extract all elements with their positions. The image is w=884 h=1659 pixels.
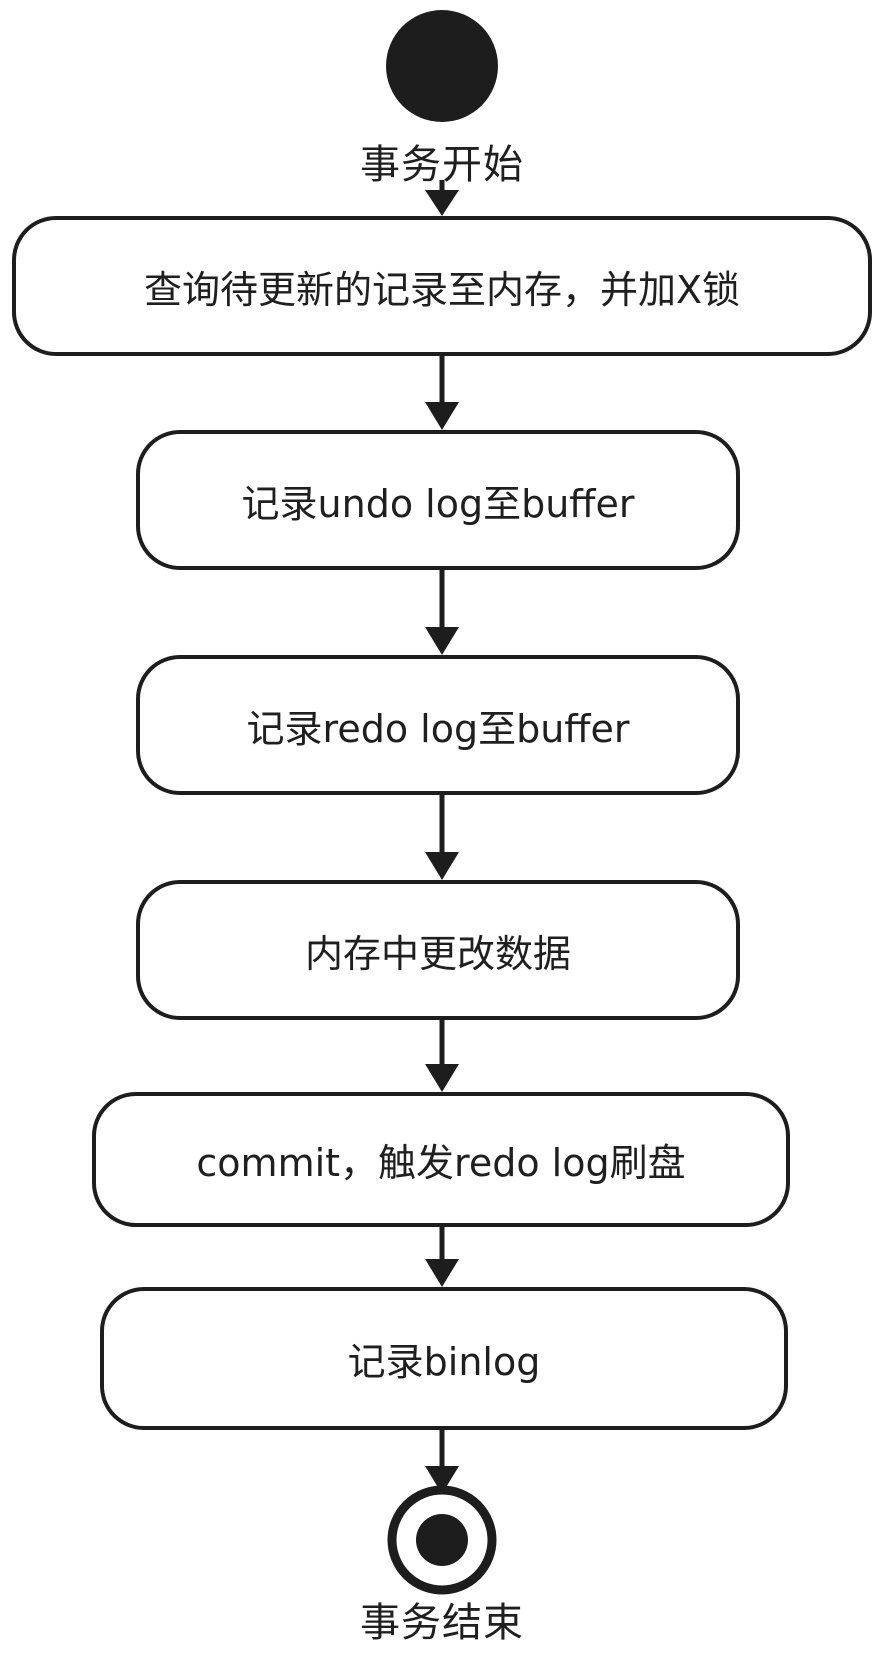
step-query-and-lock: 查询待更新的记录至内存，并加X锁 — [12, 216, 872, 356]
connector-step2-to-step3 — [425, 570, 459, 655]
step-commit-flush-redo: commit，触发redo log刷盘 — [92, 1092, 790, 1227]
connector-step4-to-step5 — [425, 1020, 459, 1092]
step-undo-log-buffer: 记录undo log至buffer — [136, 430, 740, 570]
step-write-binlog: 记录binlog — [100, 1287, 788, 1430]
connector-step6-to-end — [425, 1430, 459, 1494]
start-node-icon — [386, 10, 498, 122]
step-redo-log-buffer: 记录redo log至buffer — [136, 655, 740, 795]
step-update-memory: 内存中更改数据 — [136, 880, 740, 1020]
connector-start-to-step1 — [425, 180, 459, 216]
end-node-icon — [387, 1485, 497, 1595]
end-label: 事务结束 — [360, 1600, 524, 1646]
connector-step3-to-step4 — [425, 795, 459, 880]
connector-step5-to-step6 — [425, 1227, 459, 1287]
start-label: 事务开始 — [360, 142, 524, 188]
connector-step1-to-step2 — [425, 356, 459, 430]
